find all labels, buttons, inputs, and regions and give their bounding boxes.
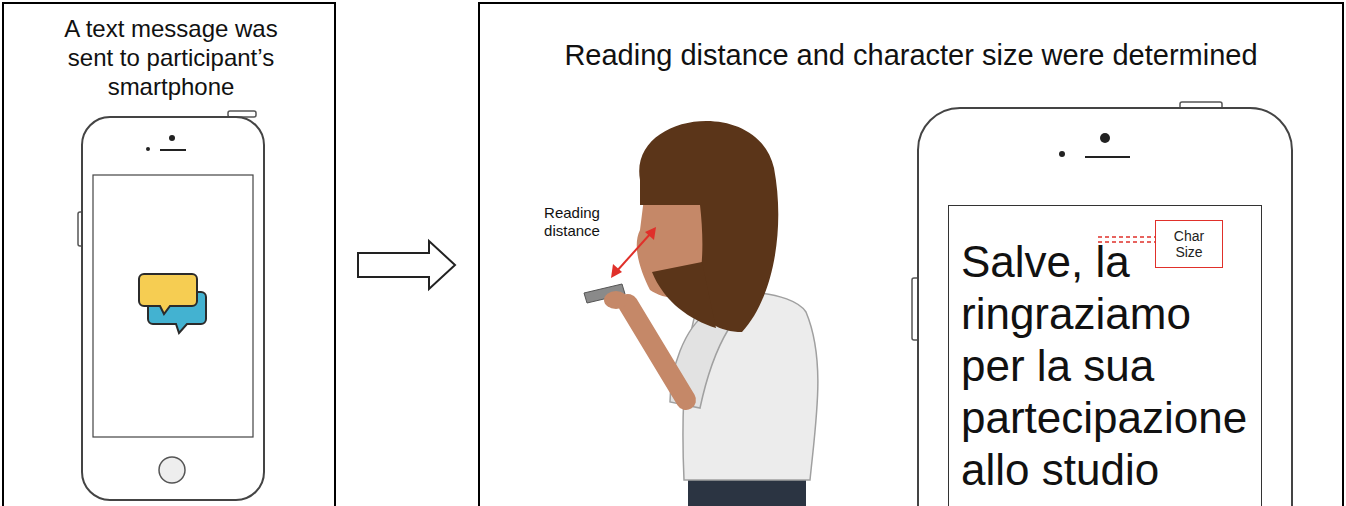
- hand: [604, 291, 628, 309]
- block-arrow: [358, 241, 455, 289]
- node-text: A text message was sent to participant’s…: [44, 14, 298, 101]
- hair-front: [652, 262, 716, 328]
- sensor-dot: [1059, 151, 1065, 157]
- panel-box: A text message was sent to participant’s…: [2, 2, 336, 506]
- distance-line: [616, 233, 651, 272]
- phone-body: [918, 108, 1292, 506]
- leader-line: [1098, 236, 1155, 238]
- distance-label: Reading distance: [530, 204, 614, 240]
- message-bubble-yellow: [139, 274, 197, 314]
- speaker-line: [160, 149, 186, 151]
- distance-arrow: [611, 227, 656, 278]
- home-button: [159, 457, 185, 483]
- node-text: Reading distance and character size were…: [480, 38, 1342, 72]
- speaker-line: [1085, 156, 1130, 158]
- callout-box: Char Size: [1155, 220, 1223, 268]
- camera-dot: [169, 135, 175, 141]
- sensor-dot: [146, 147, 150, 151]
- leader-line: [1098, 241, 1155, 243]
- hair: [639, 121, 778, 332]
- panel-box: Reading distance and character size were…: [478, 2, 1344, 506]
- phone-screen: Salve, la ringraziamo per la sua parteci…: [948, 205, 1262, 506]
- node-text: Char Size: [1156, 221, 1222, 267]
- arrow-head: [645, 227, 656, 240]
- phone-screen: [93, 175, 253, 437]
- node-text: Salve, la ringraziamo per la sua parteci…: [961, 236, 1257, 496]
- left-smartphone: [78, 111, 264, 500]
- forearm: [628, 304, 686, 400]
- phone-body: [82, 117, 264, 500]
- camera-dot: [1100, 133, 1110, 143]
- arrow-head: [611, 264, 622, 278]
- person-illustration: [584, 121, 818, 506]
- right-smartphone: [912, 102, 1292, 506]
